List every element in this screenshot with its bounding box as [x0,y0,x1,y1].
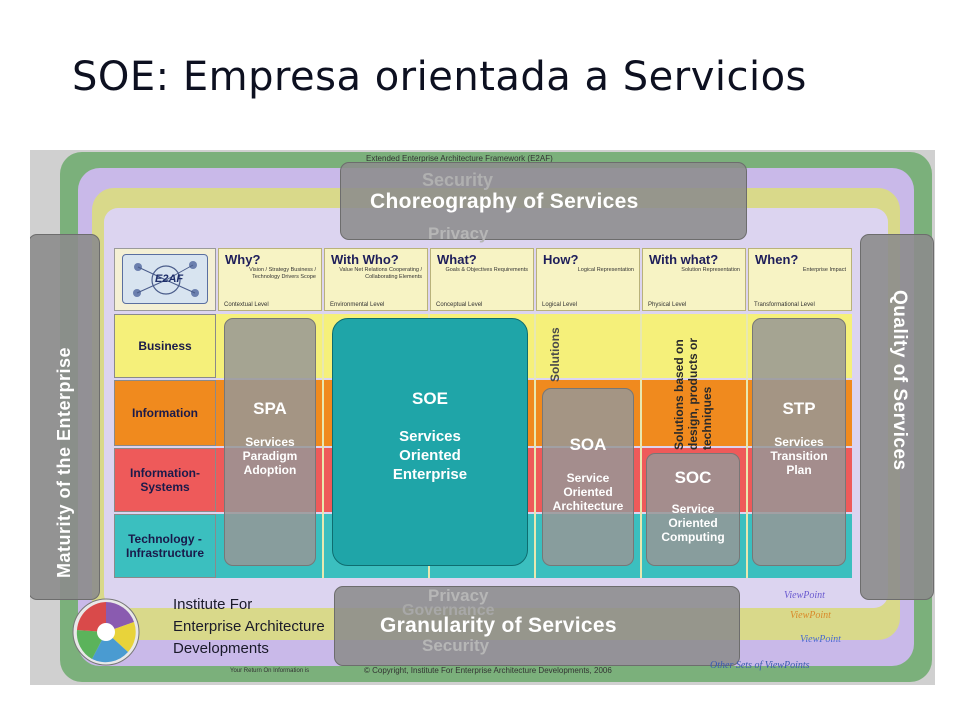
top-banner-title: Choreography of Services [370,190,639,213]
bottom-banner [334,586,740,666]
right-band-label: Quality of Services [889,290,910,471]
spa-pillar: SPA Services Paradigm Adoption [224,318,316,566]
column-header-when: When? Enterprise Impact Transformational… [748,248,852,311]
grid-line [640,314,642,578]
column-header-with-who: With Who? Value Net Relations Cooperatin… [324,248,428,311]
soa-pillar: SOA Service Oriented Architecture [542,388,634,566]
soc-pillar: SOC Service Oriented Computing [646,453,740,566]
grid-line [322,314,324,578]
network-icon [133,261,199,297]
soe-pillar: SOE Services Oriented Enterprise [332,318,528,566]
institute-logo [70,596,142,668]
pinwheel-icon [72,598,140,666]
roi-note: Your Return On Information is [230,668,310,674]
bottom-security: Security [422,636,490,655]
row-label-info-systems: Information-Systems [114,448,216,512]
stp-pillar: STP Services Transition Plan [752,318,846,566]
bottom-governance: Governance [402,602,495,619]
viewpoint-1: ViewPoint [784,590,825,601]
logo-text: E2AF [155,273,184,285]
column-header-how: How? Logical Representation Logical Leve… [536,248,640,311]
institute-line2: Enterprise Architecture [173,618,325,635]
left-band-label: Maturity of the Enterprise [54,346,74,578]
row-label-information: Information [114,380,216,446]
grid-line [534,314,536,578]
column-header-what: What? Goals & Objectives Requirements Co… [430,248,534,311]
institute-line3: Developments [173,640,269,657]
soc-abbr: SOC [674,468,712,487]
column-header-why: Why? Vision / Strategy Business / Techno… [218,248,322,311]
viewpoint-other: Other Sets of ViewPoints [710,660,810,671]
faded-solutions: Solutions [548,327,562,382]
soc-name: Service Oriented Computing [661,502,725,544]
top-security: Security [422,170,494,190]
spa-name: Services Paradigm Adoption [242,435,298,477]
bottom-privacy: Privacy [428,586,489,605]
copyright: © Copyright, Institute For Enterprise Ar… [364,666,612,675]
e2af-diagram: Extended Enterprise Architecture Framewo… [30,150,935,685]
row-label-technology: Technology - Infrastructure [114,514,216,578]
institute-line1: Institute For [173,596,253,613]
spa-abbr: SPA [253,399,287,418]
soa-abbr: SOA [569,435,607,454]
soa-name: Service Oriented Architecture [552,471,624,513]
faded-solutions-based: Solutions based on design, products or t… [672,337,714,450]
column-header-with-what: With what? Solution Representation Physi… [642,248,746,311]
right-band [860,234,934,600]
bottom-banner-title: Granularity of Services [380,614,617,637]
stp-abbr: STP [782,399,816,418]
grid-line [746,314,748,578]
soe-name: Services Oriented Enterprise [392,428,468,483]
viewpoint-2: ViewPoint [790,610,831,621]
top-banner [340,162,747,240]
soe-abbr: SOE [412,389,448,408]
row-label-business: Business [114,314,216,378]
left-band [30,234,100,600]
viewpoint-3: ViewPoint [800,634,841,645]
framework-title: Extended Enterprise Architecture Framewo… [366,154,553,163]
top-privacy: Privacy [428,224,489,243]
slide-title: SOE: Empresa orientada a Servicios [72,54,807,100]
stp-name: Services Transition Plan [770,435,828,477]
e2af-logo: E2AF [122,254,208,304]
